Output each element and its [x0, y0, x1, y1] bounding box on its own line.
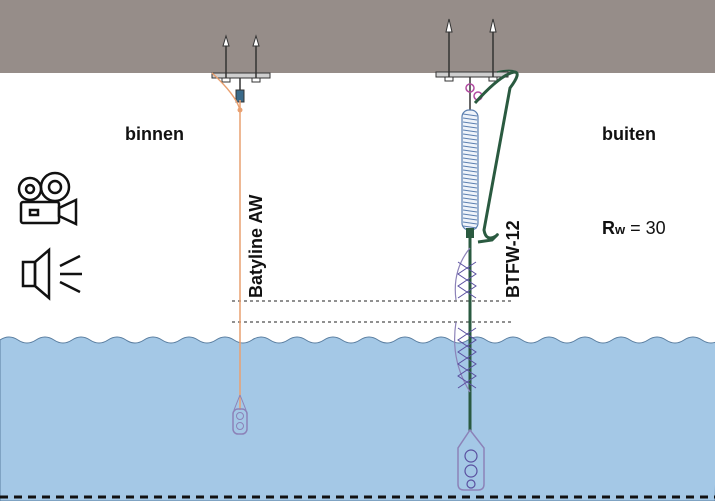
left-cord-sweep [211, 72, 241, 111]
spring-coil [462, 197, 478, 201]
spring-coil [462, 161, 478, 165]
spring-coil [462, 149, 478, 153]
ceiling [0, 0, 715, 73]
spring-coil [462, 113, 478, 117]
left-ceiling-bracket [211, 34, 271, 103]
spring-coil [462, 209, 478, 213]
spring-coil [462, 125, 478, 129]
spring-coil [462, 201, 478, 205]
spring-coil [462, 157, 478, 161]
right-rope-outline [496, 69, 519, 75]
video-camera-icon [17, 171, 78, 226]
rw-subscript: w [615, 222, 626, 237]
spring-coil [462, 129, 478, 133]
spring-coil [462, 145, 478, 149]
fabric-panel-upper [454, 247, 477, 301]
spring-coil [462, 121, 478, 125]
left-product-label: Batyline AW [246, 194, 266, 298]
spring-coil [462, 221, 478, 225]
spring-coil [462, 185, 478, 189]
spring-coil [462, 141, 478, 145]
spring-coil [462, 217, 478, 221]
spring-coil [462, 189, 478, 193]
spring-coil [462, 165, 478, 169]
spring-coil [462, 225, 478, 229]
rw-symbol: R [602, 218, 615, 238]
spring-coil [462, 205, 478, 209]
rw-rating: Rw = 30 [602, 218, 666, 239]
spring-coil [462, 137, 478, 141]
spring-coil [462, 193, 478, 197]
left-cord-knot [237, 107, 243, 113]
right-weight [457, 428, 485, 491]
inside-label: binnen [125, 124, 184, 144]
floor-area [0, 336, 715, 501]
spring-coil [462, 173, 478, 177]
spring [461, 109, 479, 231]
fabric-panel-lower [454, 321, 477, 393]
spring-coil [462, 117, 478, 121]
spring-coil [462, 153, 478, 157]
right-rope-loop [473, 70, 519, 244]
outside-label: buiten [602, 124, 656, 144]
spring-coil [462, 213, 478, 217]
right-product-label: BTFW-12 [503, 220, 523, 298]
spring-coil [462, 169, 478, 173]
speaker-icon [21, 247, 82, 301]
spring-coil [462, 177, 478, 181]
spring-coil [462, 181, 478, 185]
left-weight [232, 394, 248, 435]
rw-value: = 30 [625, 218, 666, 238]
spring-coil [462, 133, 478, 137]
rope-clamp [466, 228, 474, 238]
